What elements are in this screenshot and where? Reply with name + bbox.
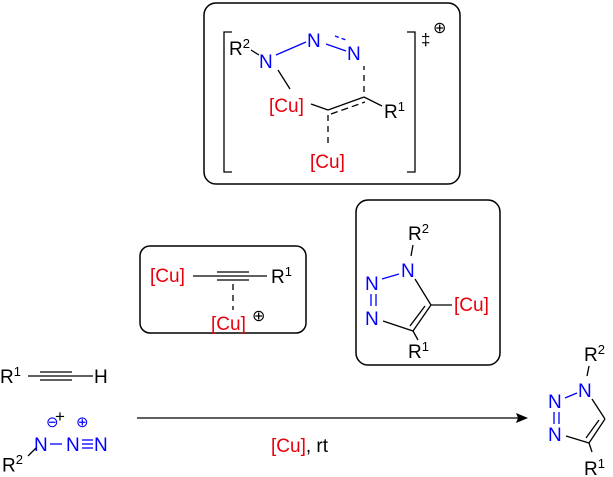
arrowhead-icon — [516, 413, 528, 423]
transition-state: R2 N N N [Cu] R1 [Cu] ‡ ⊕ — [203, 2, 461, 185]
azide-negative-charge-icon: ⊖ — [46, 414, 59, 431]
product-triazole: R2 N N N R1 — [548, 342, 606, 477]
plus-sign: + — [55, 407, 65, 426]
triazolide-r1: R1 — [408, 339, 429, 363]
acetylide-r1: R1 — [271, 264, 292, 288]
ts-r2: R2 — [229, 36, 250, 60]
triazolide-n3: N — [365, 309, 379, 330]
left-bracket — [223, 31, 232, 173]
product-r1: R1 — [584, 456, 605, 477]
product-n2: N — [548, 392, 562, 413]
acetylide-cu2: [Cu] — [211, 314, 246, 335]
acetylide-positive-charge-icon: ⊕ — [252, 308, 265, 325]
reactants: R1 H + ⊖ ⊕ N N N — [0, 364, 108, 456]
triazolide-n1: N — [401, 261, 415, 282]
triazolide-n2: N — [365, 274, 379, 295]
azide-n3: N — [94, 435, 108, 456]
ts-r1: R1 — [384, 99, 405, 123]
acetylide-cu1: [Cu] — [150, 266, 185, 287]
copper-triazolide: R2 N N N [Cu] R1 — [355, 199, 501, 366]
triazolide-cu: [Cu] — [454, 295, 489, 316]
azide-n2: N — [66, 435, 80, 456]
ts-n1: N — [259, 52, 273, 73]
ts-cu2: [Cu] — [310, 152, 345, 173]
alkyne-r1: R1 — [0, 364, 21, 388]
acetylide-box — [139, 245, 307, 334]
double-dagger: ‡ — [421, 30, 430, 49]
ts-positive-charge-icon: ⊕ — [433, 20, 446, 37]
reaction-arrow: [Cu], rt — [137, 413, 528, 457]
ts-cu1: [Cu] — [269, 96, 304, 117]
ts-n3: N — [347, 44, 361, 65]
azide-n1: N — [34, 435, 48, 456]
transition-state-box — [203, 2, 461, 185]
copper-acetylide-complex: [Cu] R1 [Cu] ⊕ — [139, 245, 307, 335]
triazolide-r2: R2 — [408, 221, 429, 245]
triazolide-box — [355, 199, 501, 366]
right-bracket — [407, 31, 416, 173]
azide-positive-charge-icon: ⊕ — [76, 414, 89, 431]
product-n1: N — [578, 381, 592, 402]
alkyne-h: H — [94, 367, 108, 388]
product-n3: N — [548, 425, 562, 446]
ts-n2: N — [307, 31, 321, 52]
reaction-conditions: [Cu], rt — [271, 436, 329, 457]
product-r2: R2 — [584, 342, 605, 366]
